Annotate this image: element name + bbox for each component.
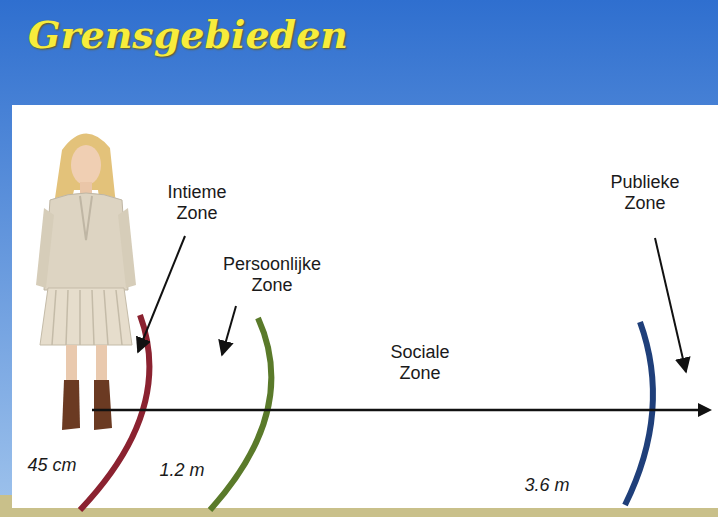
zone-label: Sociale Zone	[375, 342, 465, 384]
intimate-arc	[80, 315, 149, 510]
personal-arc	[210, 318, 271, 510]
woman-figure	[36, 133, 136, 430]
distance-label: 1.2 m	[159, 460, 204, 481]
leader-arrow	[138, 236, 185, 352]
zone-label: Publieke Zone	[600, 172, 690, 214]
distance-axis	[92, 409, 700, 412]
leader-arrow	[655, 238, 686, 372]
axis-arrowhead	[698, 403, 712, 417]
white-panel	[12, 105, 718, 508]
zone-label: Intieme Zone	[152, 182, 242, 224]
leader-arrow	[222, 306, 236, 355]
distance-label: 3.6 m	[524, 475, 569, 496]
distance-label: 45 cm	[27, 455, 76, 476]
zone-label: Persoonlijke Zone	[212, 254, 332, 296]
public-arc	[625, 322, 653, 505]
title: Grensgebieden	[28, 12, 348, 57]
